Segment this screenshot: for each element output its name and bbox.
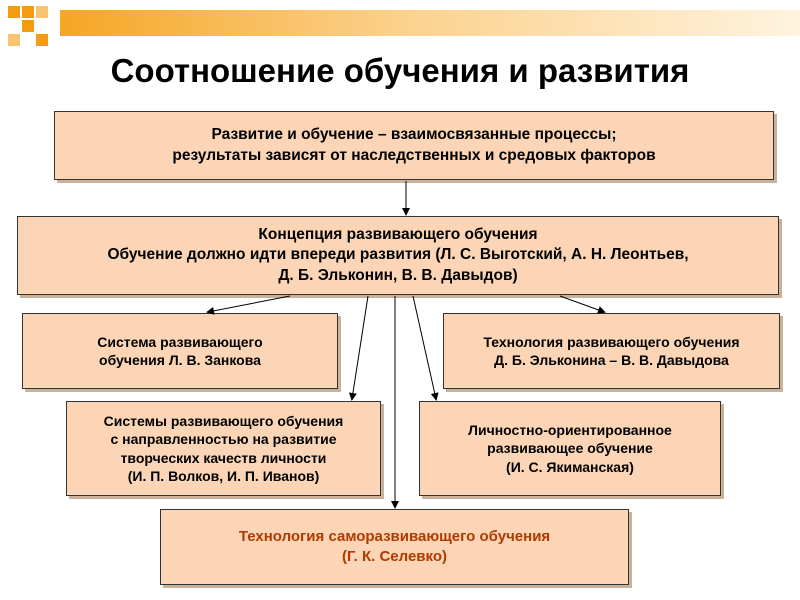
header-gradient-bar (60, 10, 800, 36)
box-selevko-technology: Технология саморазвивающего обучения (Г.… (160, 509, 629, 585)
box-text: Система развивающего обучения Л. В. Занк… (97, 333, 263, 368)
arrow-concept-to-personal (412, 295, 439, 401)
decor-square (8, 6, 20, 18)
box-personal-oriented: Личностно-ориентированное развивающее об… (419, 401, 721, 496)
decor-square (22, 20, 34, 32)
box-interrelated-processes: Развитие и обучение – взаимосвязанные пр… (54, 111, 774, 180)
decor-square (8, 34, 20, 46)
decor-square (36, 34, 48, 46)
arrow-concept-to-elkonin (559, 295, 606, 314)
box-text: Концепция развивающего обучения Обучение… (107, 225, 689, 284)
arrow-concept-to-zankov (206, 295, 291, 315)
box-text: Технология саморазвивающего обучения (Г.… (238, 528, 551, 565)
slide-title: Соотношение обучения и развития (110, 52, 690, 89)
decor-square (22, 6, 34, 18)
decor-square (36, 6, 48, 18)
box-developmental-concept: Концепция развивающего обучения Обучение… (17, 216, 779, 295)
box-text: Развитие и обучение – взаимосвязанные пр… (172, 126, 656, 164)
arrow-concept-to-creative (348, 295, 369, 401)
box-text: Личностно-ориентированное развивающее об… (468, 421, 672, 475)
box-text: Системы развивающего обучения с направле… (103, 412, 344, 484)
box-text: Технология развивающего обучения Д. Б. Э… (483, 333, 740, 368)
box-elkonin-davydov: Технология развивающего обучения Д. Б. Э… (443, 313, 780, 389)
box-creative-systems: Системы развивающего обучения с направле… (66, 401, 381, 496)
box-zankov-system: Система развивающего обучения Л. В. Занк… (22, 313, 338, 389)
